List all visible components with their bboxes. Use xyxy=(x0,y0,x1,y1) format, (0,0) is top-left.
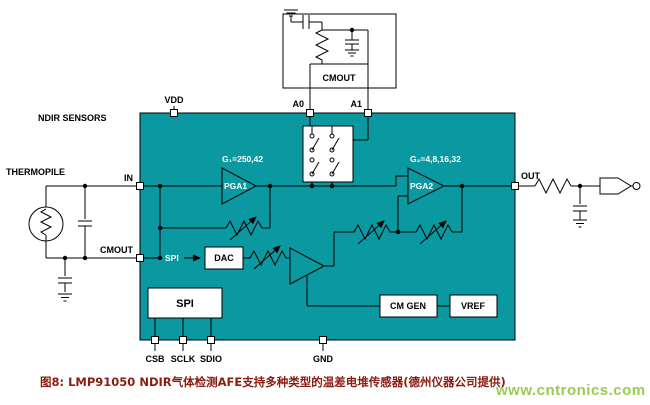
resistor-icon xyxy=(225,219,263,237)
junction-dots xyxy=(62,183,583,261)
a1-pin xyxy=(364,109,372,117)
figure-caption: 图8: LMP91050 NDIR气体检测AFE支持多种类型的温差电堆传感器(德… xyxy=(40,375,506,389)
filter-internal-wires xyxy=(309,29,369,110)
ground-icon xyxy=(345,49,359,57)
pga2-label: PGA2 xyxy=(410,181,433,191)
dac-label: DAC xyxy=(214,253,234,263)
in-label: IN xyxy=(124,173,133,183)
spi-block xyxy=(147,287,223,319)
capacitor-icon xyxy=(58,277,72,284)
pga2-amplifier xyxy=(407,167,446,205)
capacitor-icon xyxy=(345,39,359,50)
csb-label: CSB xyxy=(145,354,165,364)
ground-icon xyxy=(58,293,72,302)
switch-icons xyxy=(309,126,340,177)
ndir-sensors-label: NDIR SENSORS xyxy=(38,113,107,123)
resistor-icon xyxy=(415,223,453,241)
sclk-label: SCLK xyxy=(171,354,196,364)
output-filter xyxy=(534,177,587,228)
capacitor-icon xyxy=(573,205,587,212)
external-filter-network: CMOUT xyxy=(282,9,397,110)
switch-matrix xyxy=(302,125,354,183)
a0-label: A0 xyxy=(292,99,304,109)
gain-resistors xyxy=(225,216,453,270)
sdio-pin xyxy=(207,336,215,344)
vref-block xyxy=(449,294,498,318)
capacitor-icon xyxy=(78,220,92,227)
capacitor-icon xyxy=(291,15,323,30)
resistor-icon xyxy=(314,29,330,61)
out-label: OUT xyxy=(521,171,541,181)
thermopile-resistor-icon xyxy=(39,208,53,241)
resistor-icon xyxy=(534,177,572,195)
pga1-gain-label: G₁=250,42 xyxy=(222,154,263,164)
junction-dot xyxy=(349,27,355,33)
a1-label: A1 xyxy=(350,99,362,109)
thermopile-sensor xyxy=(28,206,92,302)
thermopile-label: THERMOPILE xyxy=(6,167,65,177)
spi-control-label: SPI xyxy=(165,253,179,263)
trim-arrow xyxy=(357,220,385,245)
watermark: www.cntronics.com xyxy=(495,382,646,399)
gnd-pin xyxy=(319,336,327,344)
sdio-label: SDIO xyxy=(200,354,222,364)
a0-pin xyxy=(306,109,314,117)
buffer-amplifier xyxy=(289,247,326,285)
cm-gen-label: CM GEN xyxy=(390,301,426,311)
sclk-pin xyxy=(179,336,187,344)
resistor-icon xyxy=(353,223,391,241)
gnd-label: GND xyxy=(313,354,334,364)
cmout-pin xyxy=(136,254,144,262)
trim-arrow xyxy=(419,220,447,245)
pga1-label: PGA1 xyxy=(224,181,247,191)
cmout-external-label: CMOUT xyxy=(323,73,356,83)
trim-arrow xyxy=(229,216,257,241)
csb-pin xyxy=(151,336,159,344)
trim-arrow xyxy=(253,245,281,270)
resistor-icon xyxy=(249,249,287,267)
ground-icon xyxy=(573,219,587,228)
pga2-gain-label: G₂=4,8,16,32 xyxy=(410,154,461,164)
adc-driver-symbol xyxy=(599,177,632,195)
out-pin xyxy=(511,182,519,190)
cmout-label: CMOUT xyxy=(100,245,133,255)
vref-label: VREF xyxy=(461,301,486,311)
in-pin xyxy=(136,182,144,190)
chip-pins xyxy=(136,109,519,344)
output-terminal xyxy=(632,182,641,190)
external-filter-box xyxy=(282,13,397,89)
dac-block xyxy=(204,246,244,270)
vdd-pin xyxy=(170,109,178,117)
pga1-amplifier xyxy=(221,167,258,205)
vdd-label: VDD xyxy=(164,95,184,105)
wiring xyxy=(45,106,633,351)
cm-gen-block xyxy=(379,294,438,318)
spi-block-label: SPI xyxy=(176,298,194,310)
output-buffer xyxy=(599,177,641,195)
ground-icon xyxy=(284,9,298,22)
